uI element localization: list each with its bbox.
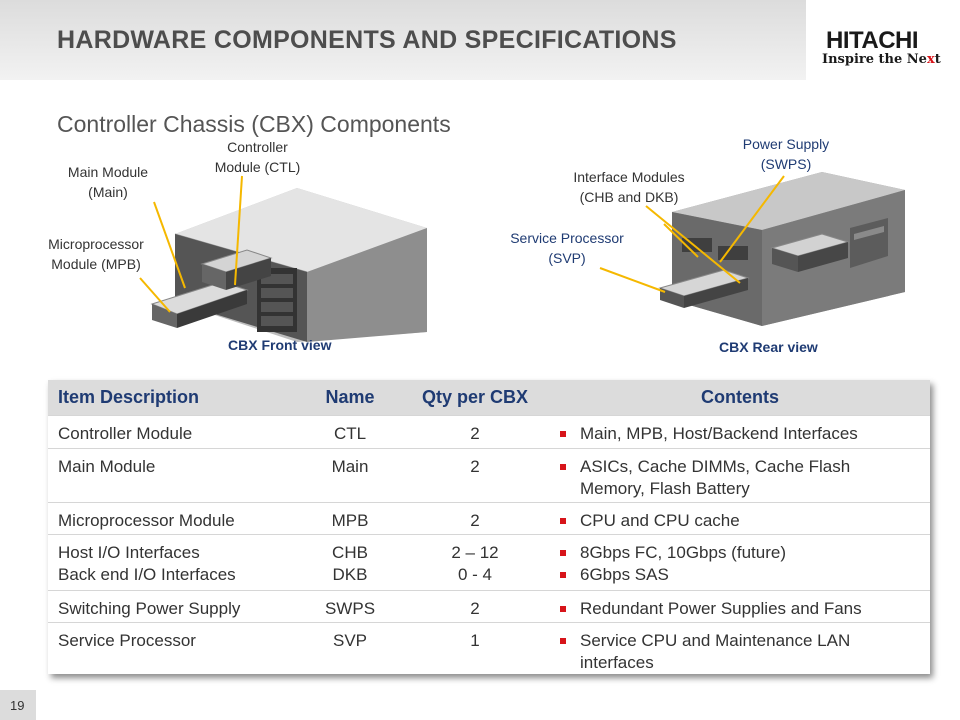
cell-qty: 2 [470, 456, 480, 476]
cell-contents: Service CPU and Maintenance LAN interfac… [550, 622, 930, 674]
cell-contents: ASICs, Cache DIMMs, Cache Flash Memory, … [550, 448, 930, 502]
header-contents: Contents [550, 380, 930, 415]
cell-contents: CPU and CPU cache [550, 502, 930, 534]
cell-name: Main [331, 456, 369, 476]
logo-tagline: Inspire the Next [822, 52, 941, 67]
callout-power-supply: Power Supply(SWPS) [742, 136, 830, 172]
page-number-badge: 19 [0, 690, 36, 720]
callout-main-module: Main Module(Main) [67, 164, 149, 200]
cell-contents: Redundant Power Supplies and Fans [550, 590, 930, 622]
cbx-rear-view-label: CBX Rear view [719, 339, 818, 355]
cell-qty: 2 [470, 510, 480, 530]
cell-description: Microprocessor Module [58, 510, 235, 530]
cell-name: SVP [332, 630, 368, 650]
table-row: Main Module Main 2 ASICs, Cache DIMMs, C… [48, 448, 930, 502]
page-number: 19 [10, 698, 25, 713]
slide-title: HARDWARE COMPONENTS AND SPECIFICATIONS [57, 26, 677, 54]
cell-description: Main Module [58, 456, 156, 476]
cell-name: SWPS [324, 598, 376, 618]
cell-description: Controller Module [58, 423, 193, 443]
table-row: Switching Power Supply SWPS 2 Redundant … [48, 590, 930, 622]
components-table: Item Description Name Qty per CBX Conten… [48, 380, 930, 674]
cell-name: CTL [333, 423, 367, 443]
table-row: Service Processor SVP 1 Service CPU and … [48, 622, 930, 674]
cell-qty: 1 [470, 630, 480, 650]
header-name: Name [300, 380, 400, 415]
cell-qty: 2 [470, 423, 480, 443]
table-row: Microprocessor Module MPB 2 CPU and CPU … [48, 502, 930, 534]
cell-name: MPB [331, 510, 369, 530]
cell-description: Service Processor [58, 630, 196, 650]
cell-description: Switching Power Supply [58, 598, 241, 618]
header-item-description: Item Description [48, 380, 300, 415]
cell-contents: 8Gbps FC, 10Gbps (future)6Gbps SAS [550, 534, 930, 590]
cbx-rear-photo [652, 172, 905, 326]
callout-service-processor: Service Processor(SVP) [510, 230, 624, 266]
cbx-front-view-label: CBX Front view [228, 337, 332, 353]
slide-header: HARDWARE COMPONENTS AND SPECIFICATIONS H… [0, 0, 960, 80]
logo-name: HITACHI [826, 27, 919, 54]
callout-interface-modules: Interface Modules(CHB and DKB) [573, 169, 685, 205]
cell-contents: Main, MPB, Host/Backend Interfaces [550, 415, 930, 448]
table-row: Controller Module CTL 2 Main, MPB, Host/… [48, 415, 930, 448]
section-subtitle: Controller Chassis (CBX) Components [57, 111, 451, 137]
hitachi-logo: HITACHI Inspire the Next [806, 0, 960, 80]
table-header-row: Item Description Name Qty per CBX Conten… [48, 380, 930, 415]
cell-qty: 2 [470, 598, 480, 618]
header-qty: Qty per CBX [400, 380, 550, 415]
